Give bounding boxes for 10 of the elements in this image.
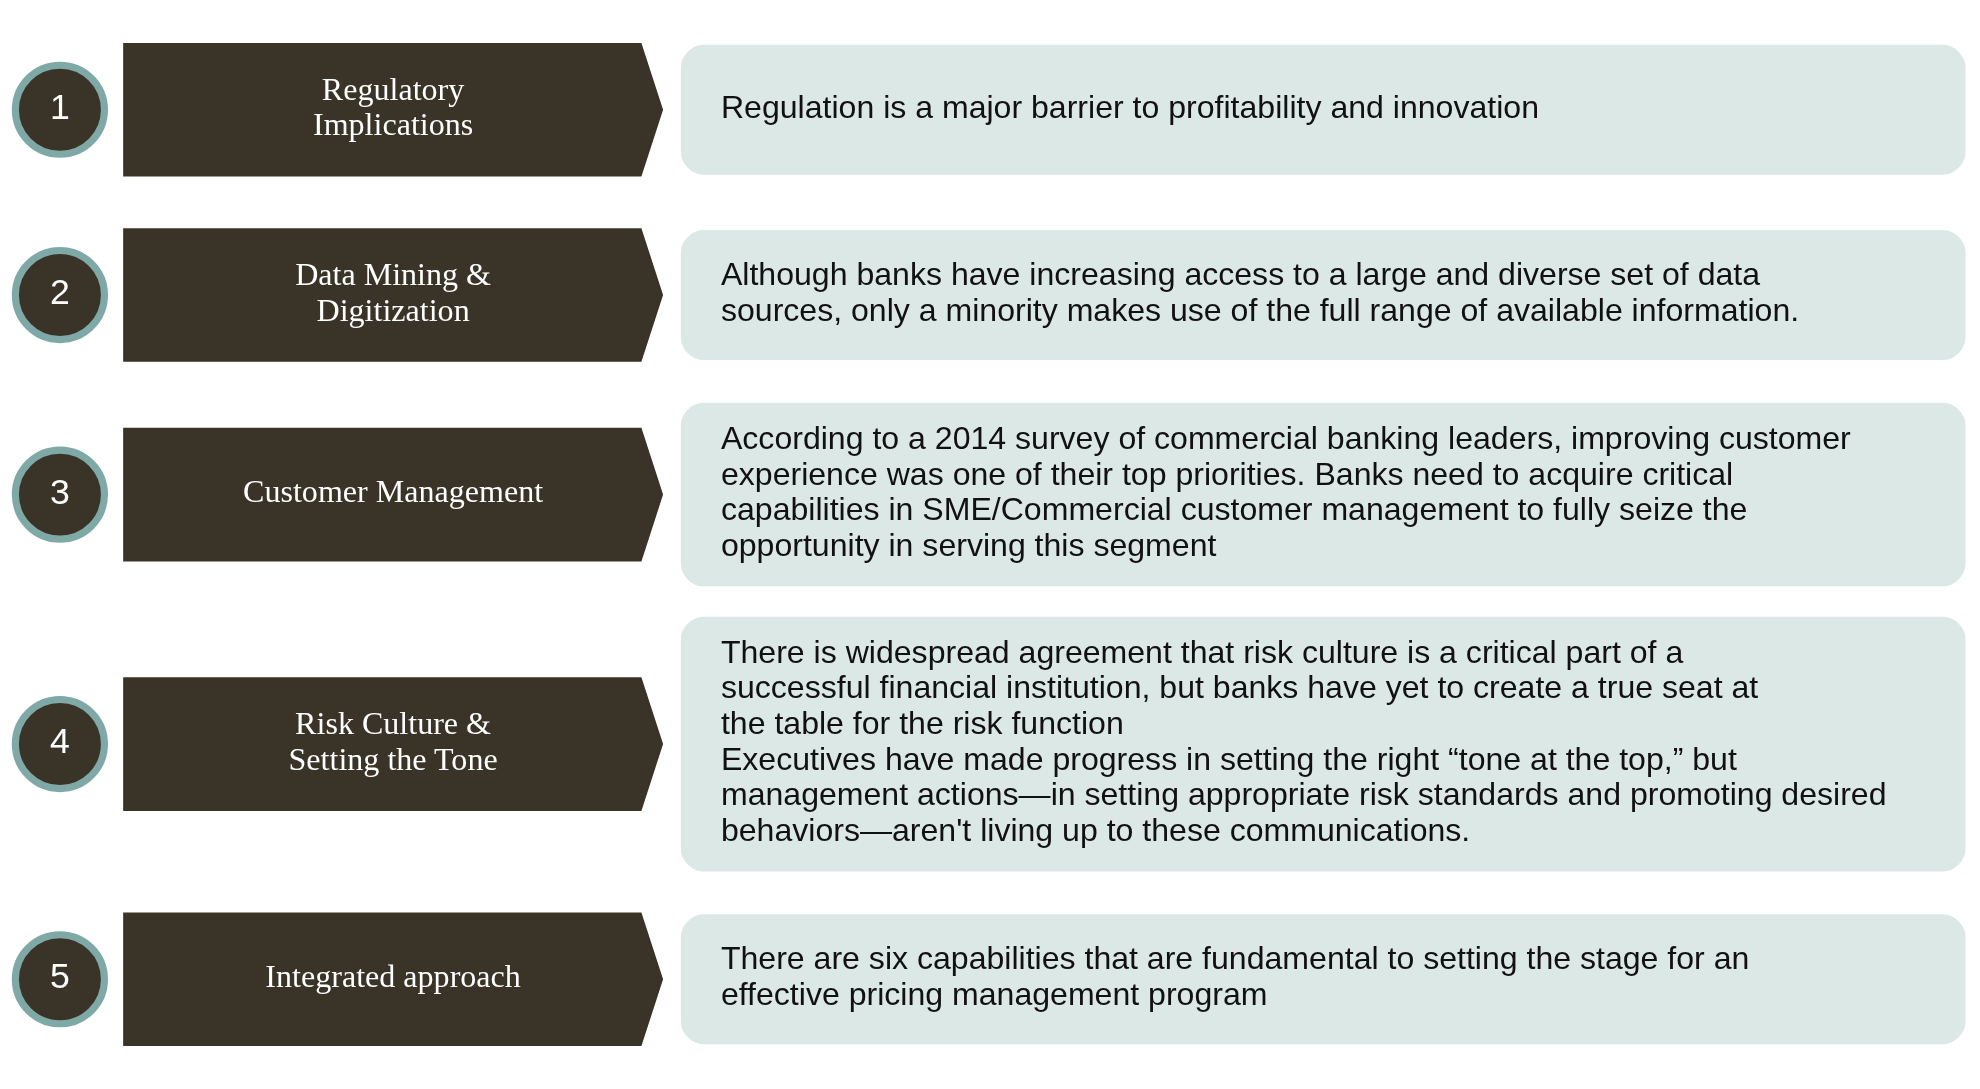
- node-circle: 1: [11, 61, 108, 158]
- node-box: According to a 2014 survey of commercial banking leaders, improving customer experience was one of their top priorities. Banks need to acquire critical capabilities in SME/Commercial customer management to fully seize the opportunity in serving this segment: [680, 402, 1966, 587]
- node-circle: 4: [11, 695, 108, 793]
- node-box: Although banks have increasing access to a large and diverse set of data sources, only a minority makes use of the full range of available information.: [680, 230, 1966, 361]
- node-box: There are six capabilities that are fundamental to setting the stage for an effective pricing management program: [680, 914, 1966, 1045]
- node-box: Regulation is a major barrier to profitability and innovation: [680, 44, 1966, 175]
- node-circle: 3: [11, 446, 108, 543]
- node-circle: 5: [11, 931, 108, 1028]
- node-circle: 2: [11, 246, 108, 344]
- node-box: There is widespread agreement that risk culture is a critical part of a successful financial institution, but banks have yet to create a true seat at the table for the risk function Executives have made progress in setting the right “tone at the top,” but management actions—in setting appropriate risk standards and promoting desired behaviors—aren't living up to these communications.: [680, 616, 1966, 872]
